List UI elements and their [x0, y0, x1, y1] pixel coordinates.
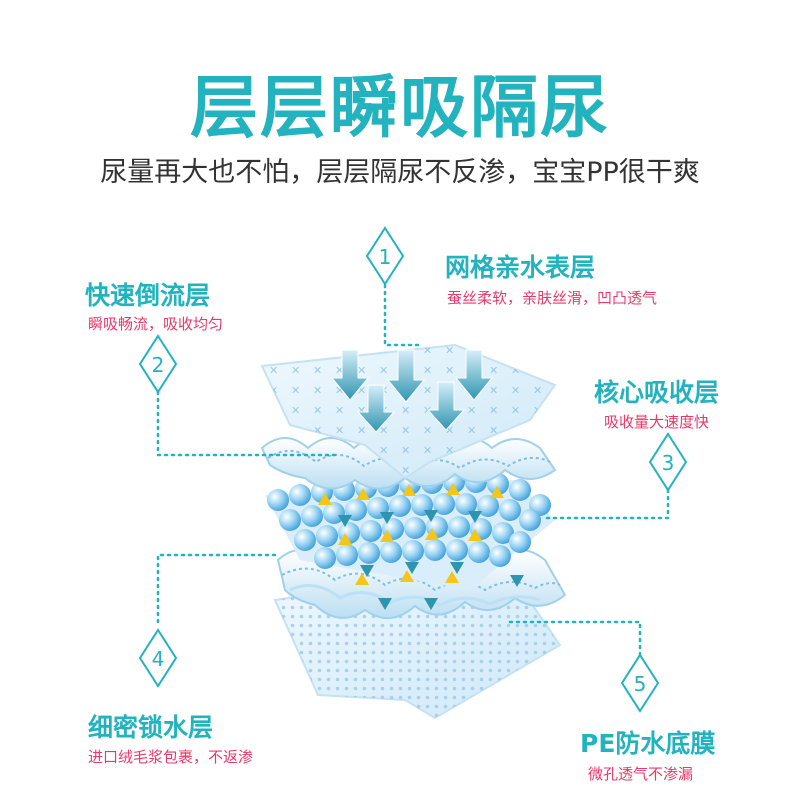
svg-text:3: 3 — [662, 451, 675, 475]
svg-text:4: 4 — [152, 647, 165, 671]
layer-3-desc: 吸收量大速度快 — [604, 413, 710, 431]
badge-3: 3 — [648, 432, 688, 492]
layer-2-desc: 瞬吸畅流，吸收均匀 — [88, 315, 224, 333]
layer-4-title: 细密锁水层 — [88, 713, 214, 742]
layer-1-title: 网格亲水表层 — [445, 253, 596, 282]
badge-1: 1 — [365, 226, 405, 286]
top-down-arrows — [330, 349, 494, 433]
layer-3-core-balls — [265, 471, 555, 610]
connector-lines — [156, 283, 670, 657]
svg-text:5: 5 — [634, 672, 647, 696]
layer-5-title: PE防水底膜 — [580, 729, 716, 758]
layer-4-desc: 进口绒毛浆包裹，不返渗 — [88, 748, 254, 766]
layer-3-title: 核心吸收层 — [594, 378, 720, 407]
page-title: 层层瞬吸隔尿 — [189, 69, 610, 148]
svg-text:1: 1 — [379, 245, 392, 269]
layer-2-title: 快速倒流层 — [85, 281, 211, 310]
page-subtitle: 尿量再大也不怕，层层隔尿不反渗，宝宝PP很干爽 — [100, 157, 700, 188]
layer-1-desc: 蚕丝柔软，亲肤丝滑，凹凸透气 — [447, 289, 658, 307]
badge-2: 2 — [138, 334, 178, 394]
badge-5: 5 — [620, 653, 660, 713]
layer-5-desc: 微孔透气不渗漏 — [588, 765, 694, 783]
svg-text:2: 2 — [152, 353, 165, 377]
badge-4: 4 — [138, 628, 178, 688]
